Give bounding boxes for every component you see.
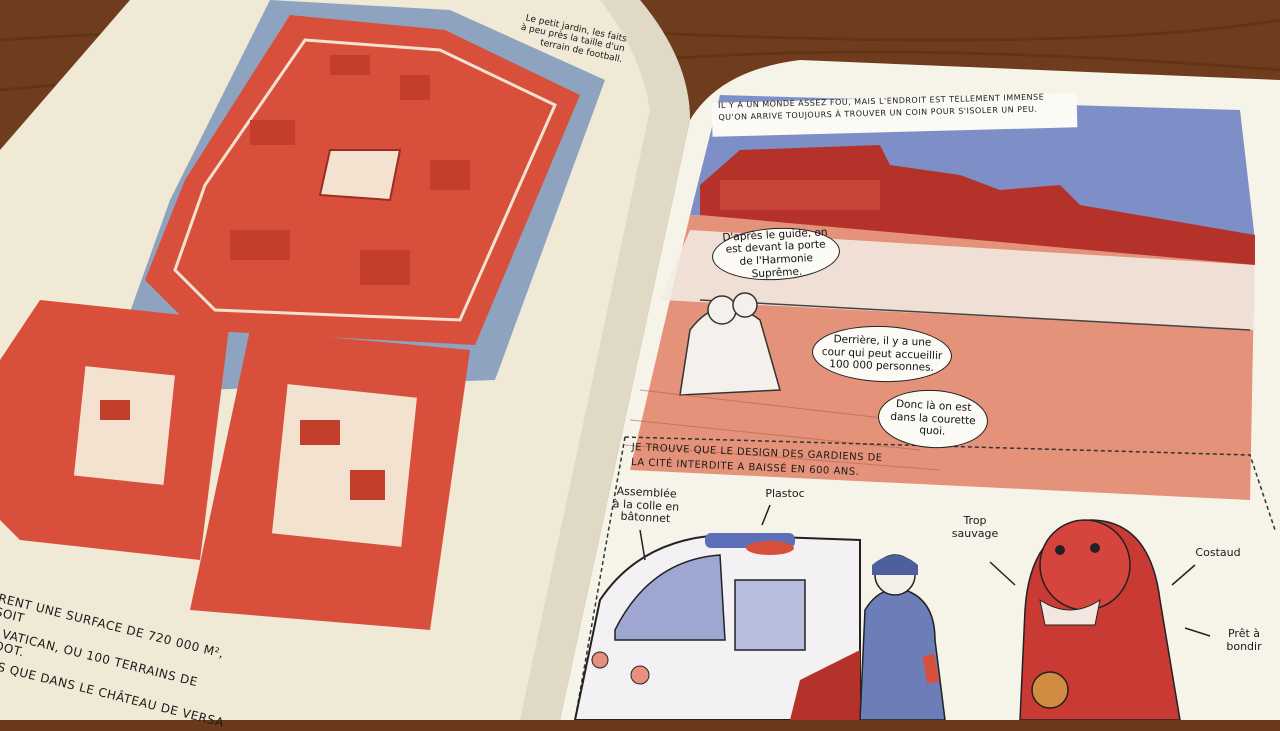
guardian-lion: [1019, 519, 1181, 720]
speech-bubble-guide: D'après le guide, on est devant la porte…: [710, 224, 842, 284]
top-caption-box: [711, 93, 1078, 137]
book-spine: [520, 0, 690, 720]
bottom-panel: [573, 436, 1276, 720]
label-ready: Prêt à bondir: [1226, 627, 1262, 653]
robot-vehicle: [573, 533, 861, 720]
guard-figure: [859, 554, 946, 720]
forbidden-city-map: [0, 0, 605, 630]
label-glue: Assemblée à la colle en bâtonnet: [612, 484, 680, 526]
palace-roof: [700, 145, 1255, 265]
label-strong: Costaud: [1195, 546, 1241, 559]
label-arrows: [639, 504, 1211, 637]
label-wild: Trop sauvage: [951, 514, 999, 540]
label-plastic: Plastoc: [765, 487, 805, 500]
sitting-figures: [679, 292, 781, 396]
